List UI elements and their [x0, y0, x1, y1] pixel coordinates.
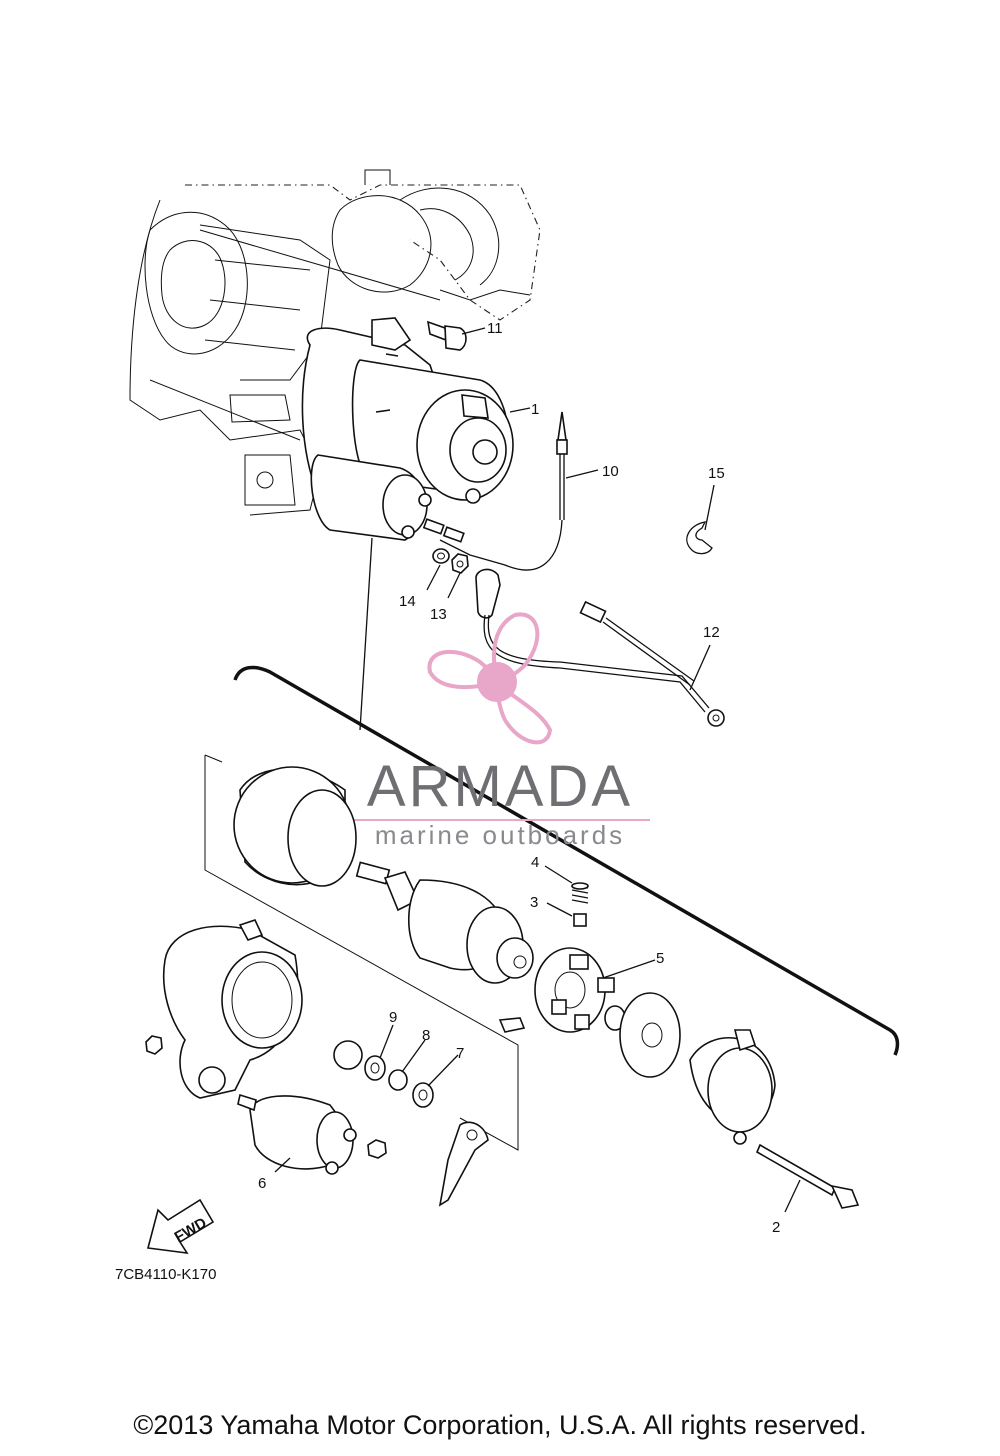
circlip-8 [388, 1069, 408, 1091]
nut-left [145, 1035, 163, 1055]
fwd-arrow-icon: FWD [146, 1198, 215, 1255]
propeller-icon [427, 612, 553, 745]
callout-8: 8 [422, 1027, 430, 1044]
yoke [233, 766, 357, 887]
nut-13 [451, 553, 469, 574]
callout-6: 6 [258, 1175, 266, 1192]
callout-1: 1 [531, 401, 539, 418]
copyright-notice: ©2013 Yamaha Motor Corporation, U.S.A. A… [133, 1410, 867, 1440]
engine-block-outline [129, 169, 541, 516]
callout-3: 3 [530, 894, 538, 911]
bolt-11 [426, 320, 467, 351]
callout-12: 12 [703, 624, 720, 641]
through-bolt-2 [755, 1143, 860, 1209]
brush-holder-5 [498, 947, 615, 1033]
clip-15 [686, 521, 713, 555]
armature [355, 861, 534, 984]
front-housing [162, 919, 303, 1099]
drawing-code: 7CB4110-K170 [115, 1266, 216, 1283]
callout-15: 15 [708, 465, 725, 482]
washer-7 [412, 1082, 434, 1108]
washer-9 [364, 1055, 386, 1081]
group-bracket [233, 665, 900, 1056]
leader-lines [274, 327, 801, 1213]
plate [619, 992, 681, 1078]
callout-2: 2 [772, 1219, 780, 1236]
assembly-link-line [359, 537, 373, 731]
callout-labels: 1 2 3 4 5 6 7 8 9 10 11 12 13 14 15 [258, 320, 780, 1236]
washer-14 [432, 548, 450, 564]
collar [333, 1040, 363, 1070]
shift-lever [438, 1121, 489, 1207]
starter-motor-assembled [301, 317, 514, 541]
subassembly-frame [204, 755, 519, 1151]
callout-5: 5 [656, 950, 664, 967]
watermark-logo: ARMADA marine outboards [350, 612, 650, 850]
watermark-title: ARMADA [367, 754, 633, 819]
brush-3 [573, 913, 587, 927]
battery-cable-12 [475, 568, 725, 727]
callout-13: 13 [430, 606, 447, 623]
watermark-subtitle: marine outboards [375, 820, 625, 850]
spring-4 [571, 882, 589, 904]
callout-9: 9 [389, 1009, 397, 1026]
lead-wire-10 [422, 411, 568, 571]
callout-7: 7 [456, 1045, 464, 1062]
callout-10: 10 [602, 463, 619, 480]
nut-solenoid [367, 1139, 387, 1159]
callout-4: 4 [531, 854, 539, 871]
callout-11: 11 [487, 320, 503, 337]
callout-14: 14 [399, 593, 416, 610]
solenoid-6 [237, 1093, 357, 1175]
rear-cover [689, 1029, 776, 1145]
